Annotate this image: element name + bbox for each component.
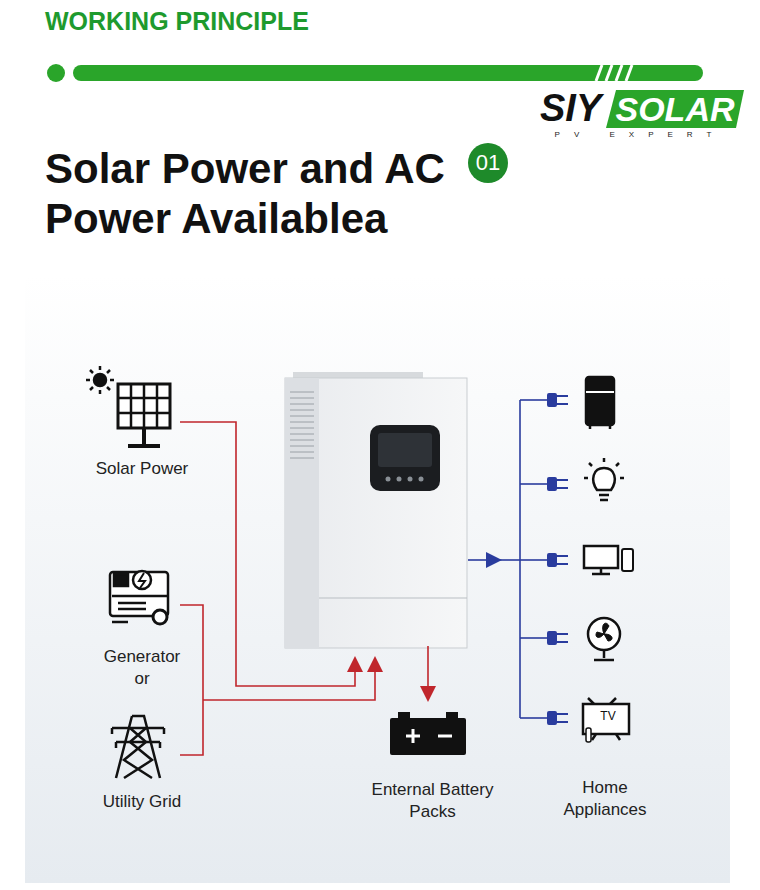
- section-heading-box: WORKING PRINCIPLE: [45, 6, 365, 37]
- callout-number-box: 01: [468, 150, 508, 176]
- load-caption-box: Home Appliances: [550, 777, 660, 821]
- logo-word-box: SOLAR: [612, 89, 738, 129]
- battery-caption-box: Enternal Battery Packs: [350, 779, 515, 823]
- bar-dot: [47, 64, 65, 82]
- source-caption: Utility Grid: [87, 791, 197, 813]
- output-wires: [468, 400, 548, 718]
- main-title-box: Solar Power and AC Power Availablea: [45, 144, 485, 244]
- logo-tagline: PV EXPERT: [542, 130, 738, 140]
- bar-hatch: [596, 65, 632, 81]
- inverter: [285, 372, 467, 648]
- logo-tagline-box: PV EXPERT: [542, 130, 738, 140]
- solar-icon: [86, 366, 170, 446]
- section-heading: WORKING PRINCIPLE: [45, 6, 365, 37]
- generator-icon: [110, 571, 168, 624]
- load-caption: Home Appliances: [550, 777, 660, 821]
- source-caption-box: Generator or: [97, 646, 187, 690]
- source-caption-box: Solar Power: [82, 458, 202, 480]
- callout-number: 01: [468, 150, 508, 176]
- tower-icon: [112, 716, 164, 778]
- badge: [468, 143, 508, 183]
- input-wires: [180, 422, 428, 755]
- logo-word: SIY: [540, 87, 608, 129]
- logo-word: SOLAR: [612, 89, 738, 129]
- source-caption: Generator or: [97, 646, 187, 690]
- battery-caption: Enternal Battery Packs: [350, 779, 515, 823]
- main-title: Solar Power and AC Power Availablea: [45, 144, 485, 244]
- tv-label-box: TV: [592, 709, 624, 723]
- source-caption-box: Utility Grid: [87, 791, 197, 813]
- plug-symbols: [548, 394, 568, 724]
- source-caption: Solar Power: [82, 458, 202, 480]
- tv-label: TV: [592, 709, 624, 723]
- panel-ground: [25, 275, 730, 883]
- progress-bar: [73, 65, 703, 81]
- appliance-icons: [583, 377, 633, 742]
- battery-icon: [390, 712, 466, 755]
- logo-block: [606, 90, 744, 128]
- logo-word-box: SIY: [540, 87, 608, 129]
